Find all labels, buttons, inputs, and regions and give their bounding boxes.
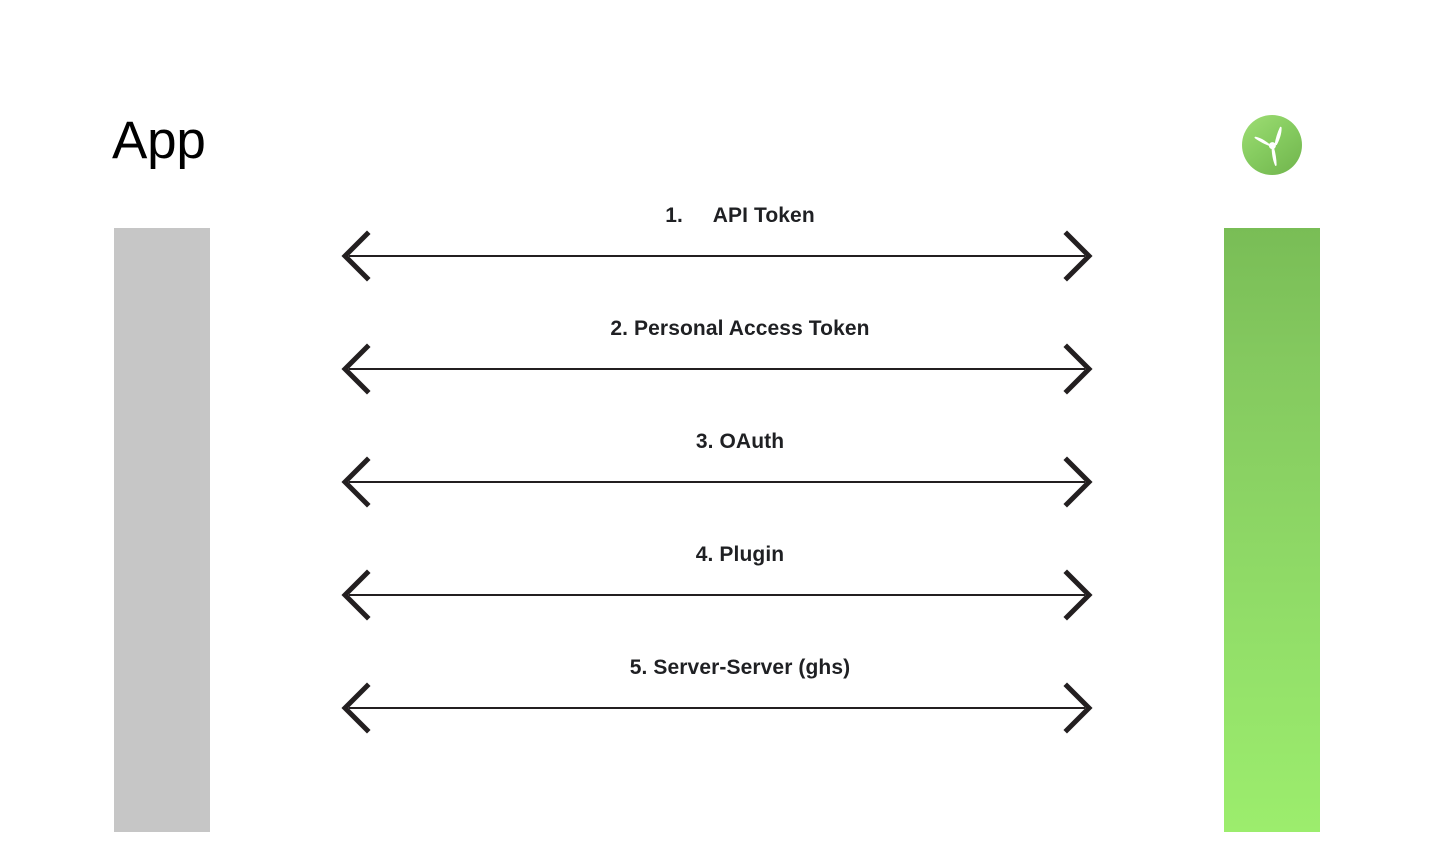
bidirectional-arrow-icon [335, 456, 1099, 508]
bidirectional-arrow-icon [335, 230, 1099, 282]
message-label: 3. OAuth [695, 430, 785, 453]
right-actor-lifeline [1224, 228, 1320, 832]
bidirectional-arrow-icon [335, 569, 1099, 621]
message-label: 1. API Token [665, 204, 815, 227]
left-actor-label: App [112, 111, 206, 170]
message-row: 4. Plugin [335, 542, 1099, 621]
message-row: 2. Personal Access Token [335, 316, 1099, 395]
propeller-logo-icon [1241, 114, 1303, 176]
left-actor-lifeline [114, 228, 210, 832]
message-row: 5. Server-Server (ghs) [335, 655, 1099, 734]
message-row: 3. OAuth [335, 429, 1099, 508]
message-label: 5. Server-Server (ghs) [629, 656, 851, 679]
bidirectional-arrow-icon [335, 682, 1099, 734]
bidirectional-arrow-icon [335, 343, 1099, 395]
message-label: 4. Plugin [695, 543, 785, 566]
message-row: 1. API Token [335, 203, 1099, 282]
message-label: 2. Personal Access Token [610, 317, 870, 340]
